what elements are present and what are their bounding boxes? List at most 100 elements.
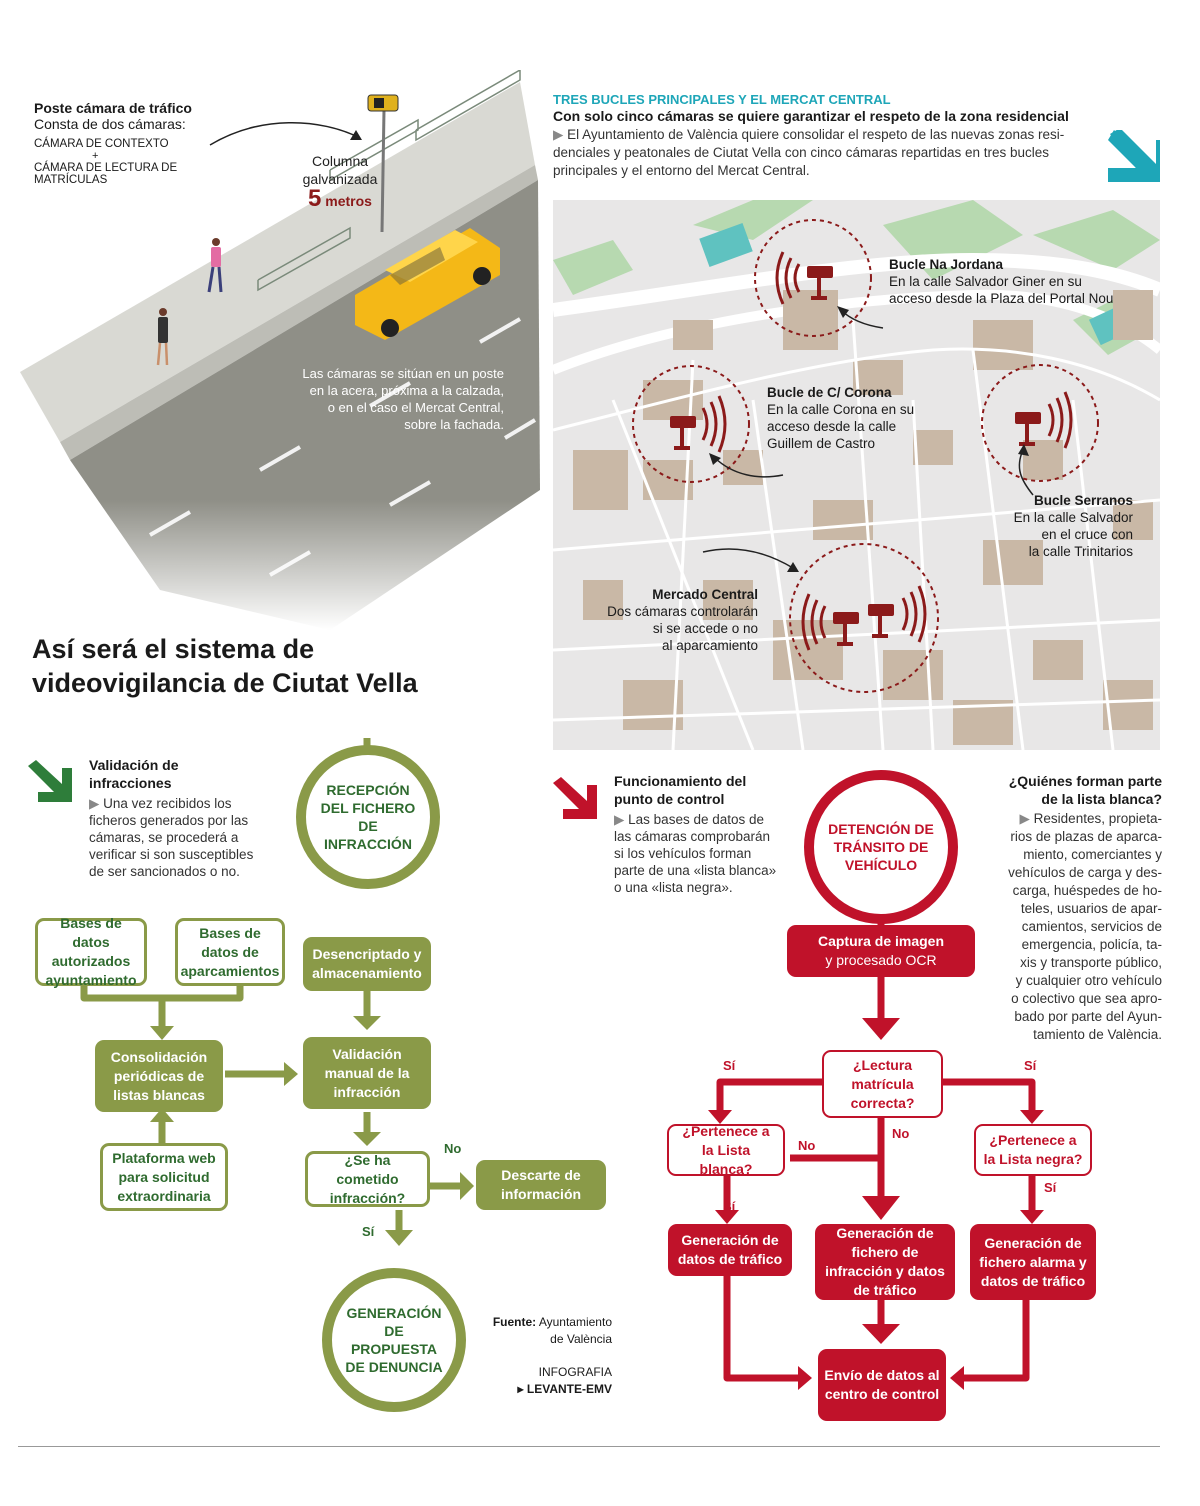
city-map [553, 200, 1160, 750]
camera-plate-label-2: MATRÍCULAS [34, 174, 108, 186]
blacklist-question-label: ¿Pertenece a la Lista negra? [983, 1132, 1083, 1167]
manual-validation-label: Validación manual de la infracción [324, 1045, 410, 1100]
camera-context-label: CÁMARA DE CONTEXTO [34, 138, 169, 150]
validation-title-2: infracciones [89, 775, 172, 791]
whitelist-line: tamiento de València. [1033, 1027, 1162, 1042]
whitelist-title-1: ¿Quiénes forman parte [1008, 773, 1162, 789]
map-header: TRES BUCLES PRINCIPALES Y EL MERCAT CENT… [553, 92, 1098, 180]
receive-file-label: RECEPCIÓN DEL FICHERO DE INFRACCIÓN [320, 782, 416, 852]
capture-line1: Captura de imagen [817, 933, 945, 949]
red-yes-white-label: Sí [723, 1199, 736, 1214]
decrypt-label: Desencriptado y almacenamiento [312, 946, 422, 981]
vehicle-stop-label: DETENCIÓN DE TRÁNSITO DE VEHÍCULO [828, 821, 934, 873]
plus-sign: + [92, 150, 99, 162]
control-text-3: si los vehículos forman [614, 846, 752, 861]
control-title-2: punto de control [614, 791, 725, 807]
blacklist-question-node: ¿Pertenece a la Lista negra? [974, 1124, 1092, 1176]
map-intro-2: denciales y peatonales de Ciutat Vella c… [553, 145, 1050, 160]
red-yes-right-label: Sí [1024, 1058, 1037, 1073]
whitelist-line: emergencia, policía, ta- [1021, 937, 1162, 952]
green-no-label: No [444, 1141, 462, 1156]
pole-note-4: sobre la fachada. [404, 417, 504, 432]
loop-corona-line2: acceso desde la calle [767, 419, 897, 434]
gen-infraction-node: Generación de fichero de infracción y da… [815, 1224, 955, 1300]
whitelist-line: vehículos de carga y des- [1008, 865, 1162, 880]
loop-corona-line1: En la calle Corona en su [767, 402, 915, 417]
column-label: Columna galvanizada 5 metros [272, 152, 408, 211]
headline-1: Así será el sistema de [32, 634, 315, 664]
loop-mercado-central: Mercado Central Dos cámaras controlarán … [590, 586, 758, 654]
red-no-down-label: No [892, 1126, 910, 1141]
loop-na-jordana-line1: En la calle Salvador Giner en su [889, 274, 1082, 289]
whitelist-line: teles, usuarios de apar- [1020, 901, 1162, 916]
column-label-2: galvanizada [302, 171, 378, 187]
plate-question-label: ¿Lectura matrícula correcta? [850, 1056, 915, 1111]
whitelist-info: ¿Quiénes forman parte de la lista blanca… [990, 772, 1162, 1044]
discard-label: Descarte de información [500, 1167, 582, 1202]
whitelist-line: miento, comerciantes y [1023, 847, 1162, 862]
pole-height-unit: metros [325, 193, 372, 209]
control-title-1: Funcionamiento del [614, 773, 747, 789]
infraction-question-node: ¿Se ha cometido infracción? [305, 1151, 430, 1207]
loop-mercado-line1: Dos cámaras controlarán [607, 604, 758, 619]
loop-na-jordana-name: Bucle Na Jordana [889, 257, 1004, 272]
headline-2: videovigilancia de Ciutat Vella [32, 668, 418, 698]
map-intro-3: principales y el entorno del Mercat Cent… [553, 163, 810, 178]
db-authorized-node: Bases de datos autorizados ayuntamiento [35, 915, 147, 988]
source-label: Fuente: [492, 1315, 537, 1329]
complaint-label: GENERACIÓN DE PROPUESTA DE DENUNCIA [345, 1305, 443, 1375]
pole-note: Las cámaras se sitúan en un poste en la … [270, 365, 504, 433]
loop-na-jordana: Bucle Na Jordana En la calle Salvador Gi… [889, 256, 1129, 307]
gen-traffic-label: Generación de datos de tráfico [677, 1232, 783, 1267]
send-control-label: Envío de datos al centro de control [824, 1367, 940, 1402]
arrow-down-right-icon [1108, 130, 1160, 182]
infraction-question-label: ¿Se ha cometido infracción? [329, 1151, 406, 1206]
source-line2: de València [550, 1332, 612, 1346]
control-text-5: o una «lista negra». [614, 880, 733, 895]
whitelist-question-label: ¿Pertenece a la Lista blanca? [682, 1122, 770, 1177]
control-point-info: Funcionamiento del punto de control ▶ La… [614, 772, 794, 896]
whitelist-title-2: de la lista blanca? [1041, 791, 1162, 807]
pole-note-2: en la acera, próxima a la calzada, [309, 383, 504, 398]
validation-title-1: Validación de [89, 757, 179, 773]
whitelist-line: Residentes, propieta- [1033, 811, 1162, 826]
map-intro: ▶ El Ayuntamiento de València quiere con… [553, 126, 1098, 180]
vehicle-stop-node: DETENCIÓN DE TRÁNSITO DE VEHÍCULO [804, 770, 958, 924]
plate-question-node: ¿Lectura matrícula correcta? [822, 1050, 943, 1118]
infografia-label: INFOGRAFIA [538, 1365, 612, 1379]
validation-text-2: ficheros generados por las [89, 813, 249, 828]
consolidation-node: Consolidación periódicas de listas blanc… [95, 1040, 223, 1112]
loop-mercado-name: Mercado Central [652, 587, 758, 602]
bottom-divider [18, 1446, 1160, 1447]
outlet-label: LEVANTE-EMV [526, 1382, 612, 1396]
complaint-node: GENERACIÓN DE PROPUESTA DE DENUNCIA [322, 1268, 466, 1412]
validation-info: Validación de infracciones ▶ Una vez rec… [89, 756, 279, 880]
loop-corona-line3: Guillem de Castro [767, 436, 876, 451]
consolidation-label: Consolidación periódicas de listas blanc… [110, 1048, 208, 1103]
whitelist-line: xis y transporte público, [1020, 955, 1162, 970]
db-authorized-label: Bases de datos autorizados ayuntamiento [45, 915, 137, 988]
capture-node: Captura de imagen y procesado OCR [787, 925, 975, 977]
whitelist-line: camientos, servicios de [1021, 919, 1162, 934]
receive-file-node: RECEPCIÓN DEL FICHERO DE INFRACCIÓN [296, 745, 440, 889]
red-yes-black-label: Sí [1044, 1180, 1057, 1195]
loop-serranos-line2: en el cruce con [1041, 527, 1133, 542]
loop-serranos: Bucle Serranos En la calle Salvador en e… [980, 492, 1133, 560]
gen-traffic-node: Generación de datos de tráfico [668, 1224, 792, 1276]
manual-validation-node: Validación manual de la infracción [303, 1037, 431, 1109]
validation-text-3: cámaras, se procederá a [89, 830, 239, 845]
capture-line2: y procesado OCR [825, 952, 937, 968]
pole-note-3: o en el caso el Mercat Central, [327, 400, 504, 415]
send-control-node: Envío de datos al centro de control [818, 1349, 946, 1421]
gen-alarm-label: Generación de fichero alarma y datos de … [979, 1234, 1087, 1289]
map-title: Con solo cinco cámaras se quiere garanti… [553, 108, 1069, 124]
red-yes-left-label: Sí [723, 1058, 736, 1073]
map-kicker: TRES BUCLES PRINCIPALES Y EL MERCAT CENT… [553, 92, 891, 107]
control-text-4: parte de una «lista blanca» [614, 863, 777, 878]
db-parking-node: Bases de datos de aparcamientos [175, 918, 285, 986]
pole-info: Poste cámara de tráfico Consta de dos cá… [34, 100, 234, 186]
red-no-white-label: No [798, 1138, 816, 1153]
park-area [693, 200, 813, 240]
street-illustration [0, 70, 545, 630]
pole-title: Poste cámara de tráfico [34, 100, 192, 116]
